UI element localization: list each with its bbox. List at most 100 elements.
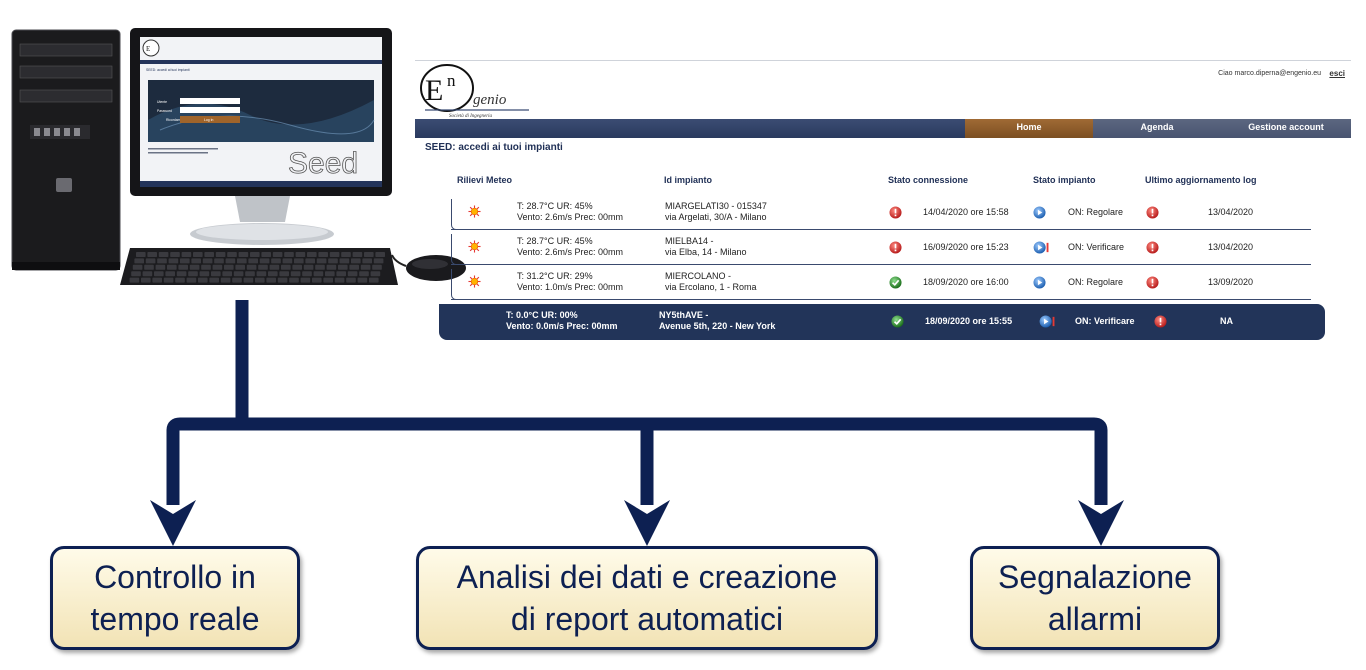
feature-label: Segnalazione allarmi bbox=[998, 556, 1192, 640]
keyboard-key bbox=[353, 252, 363, 257]
plant-status: ON: Regolare bbox=[1068, 277, 1123, 288]
meteo-reading: T: 28.7°C UR: 45%Vento: 2.6m/s Prec: 00m… bbox=[517, 236, 623, 258]
keyboard-key bbox=[318, 252, 328, 257]
keyboard-key bbox=[292, 265, 302, 270]
nav-agenda[interactable]: Agenda bbox=[1093, 119, 1221, 138]
table-row[interactable]: T: 28.7°C UR: 45%Vento: 2.6m/s Prec: 00m… bbox=[451, 231, 1311, 265]
keyboard-key bbox=[144, 265, 154, 270]
keyboard-key bbox=[349, 265, 359, 270]
feature-label: Analisi dei dati e creazione di report a… bbox=[457, 556, 838, 640]
keyboard-key bbox=[237, 258, 247, 263]
meteo-reading: T: 31.2°C UR: 29%Vento: 1.0m/s Prec: 00m… bbox=[517, 271, 623, 293]
keyboard-key bbox=[283, 258, 293, 263]
keyboard-key bbox=[255, 278, 265, 283]
keyboard-key bbox=[178, 265, 188, 270]
keyboard-key bbox=[244, 278, 254, 283]
col-header-connection: Stato connessione bbox=[888, 175, 968, 185]
keyboard-key bbox=[271, 258, 281, 263]
keyboard-key bbox=[362, 258, 372, 263]
login-password-field[interactable] bbox=[180, 107, 240, 113]
keyboard-key bbox=[372, 265, 382, 270]
keyboard-key bbox=[257, 271, 267, 276]
arrow-head-realtime bbox=[150, 500, 196, 546]
keyboard-key bbox=[323, 278, 333, 283]
keyboard-key bbox=[330, 252, 340, 257]
keyboard-key bbox=[226, 258, 236, 263]
keyboard-key bbox=[165, 271, 175, 276]
keyboard-key bbox=[245, 271, 255, 276]
keyboard-key bbox=[175, 278, 185, 283]
plant-id[interactable]: MIELBA14 -via Elba, 14 - Milano bbox=[665, 236, 747, 258]
plant-status: ON: Verificare bbox=[1075, 316, 1135, 327]
keyboard-key bbox=[213, 265, 223, 270]
arrow-head-analysis bbox=[624, 500, 670, 546]
sun-icon bbox=[468, 275, 481, 288]
keyboard-key bbox=[224, 265, 234, 270]
keyboard-key bbox=[164, 278, 174, 283]
col-header-meteo: Rilievi Meteo bbox=[457, 175, 512, 185]
plant-status: ON: Regolare bbox=[1068, 207, 1123, 218]
keyboard-key bbox=[203, 258, 213, 263]
keyboard-key bbox=[209, 278, 219, 283]
keyboard-key bbox=[180, 258, 190, 263]
keyboard-key bbox=[279, 271, 289, 276]
keyboard-key bbox=[294, 258, 304, 263]
connection-timestamp: 18/09/2020 ore 15:55 bbox=[925, 316, 1012, 327]
login-password-label: Password bbox=[157, 109, 172, 113]
keyboard-key bbox=[247, 265, 257, 270]
table-row-selected[interactable]: T: 0.0°C UR: 00%Vento: 0.0m/s Prec: 00mm… bbox=[439, 304, 1325, 340]
table-row[interactable]: T: 28.7°C UR: 45%Vento: 2.6m/s Prec: 00m… bbox=[451, 196, 1311, 230]
keyboard-key bbox=[351, 258, 361, 263]
keyboard-key bbox=[273, 252, 283, 257]
keyboard-key bbox=[216, 252, 226, 257]
keyboard-key bbox=[200, 271, 210, 276]
svg-text:E: E bbox=[146, 45, 150, 53]
play-warning-icon bbox=[1033, 241, 1050, 254]
keyboard-key bbox=[227, 252, 237, 257]
keyboard-key bbox=[361, 265, 371, 270]
last-log-date: 13/04/2020 bbox=[1208, 242, 1253, 253]
keyboard-key bbox=[235, 265, 245, 270]
col-header-id: Id impianto bbox=[664, 175, 712, 185]
login-heading: SEED: accedi ai tuoi impianti bbox=[146, 68, 190, 72]
keyboard-key bbox=[315, 265, 325, 270]
plant-id[interactable]: NY5thAVE -Avenue 5th, 220 - New York bbox=[659, 310, 775, 332]
login-user-field[interactable] bbox=[180, 98, 240, 104]
keyboard-key bbox=[340, 258, 350, 263]
keyboard-key bbox=[250, 252, 260, 257]
keyboard-key bbox=[147, 252, 157, 257]
connector-bus bbox=[173, 424, 1101, 505]
keyboard-key bbox=[198, 278, 208, 283]
keyboard-key bbox=[191, 258, 201, 263]
play-warning-icon bbox=[1039, 315, 1056, 328]
play-icon bbox=[1033, 206, 1046, 219]
nav-home[interactable]: Home bbox=[965, 119, 1093, 138]
nav-account[interactable]: Gestione account bbox=[1221, 119, 1351, 138]
keyboard-key bbox=[371, 271, 381, 276]
keyboard-key bbox=[130, 278, 140, 283]
keyboard-key bbox=[152, 278, 162, 283]
play-icon bbox=[1033, 276, 1046, 289]
logout-link[interactable]: esci bbox=[1329, 69, 1345, 78]
plant-id[interactable]: MIERCOLANO -via Ercolano, 1 - Roma bbox=[665, 271, 757, 293]
keyboard-key bbox=[261, 252, 271, 257]
keyboard-key bbox=[204, 252, 214, 257]
keyboard-key bbox=[325, 271, 335, 276]
keyboard-key bbox=[336, 271, 346, 276]
alert-icon bbox=[1154, 315, 1167, 328]
alert-icon bbox=[1146, 241, 1159, 254]
alert-icon bbox=[1146, 206, 1159, 219]
nav-bar: Home Agenda Gestione account bbox=[415, 119, 1351, 138]
keyboard-key bbox=[187, 278, 197, 283]
keyboard-key bbox=[222, 271, 232, 276]
keyboard-key bbox=[188, 271, 198, 276]
table-row[interactable]: T: 31.2°C UR: 29%Vento: 1.0m/s Prec: 00m… bbox=[451, 266, 1311, 300]
keyboard-key bbox=[221, 278, 231, 283]
keyboard-key bbox=[182, 252, 192, 257]
logo-text: genio bbox=[473, 92, 507, 108]
keyboard-key bbox=[346, 278, 356, 283]
keyboard-key bbox=[143, 271, 153, 276]
keyboard-key bbox=[156, 265, 166, 270]
keyboard-key bbox=[177, 271, 187, 276]
